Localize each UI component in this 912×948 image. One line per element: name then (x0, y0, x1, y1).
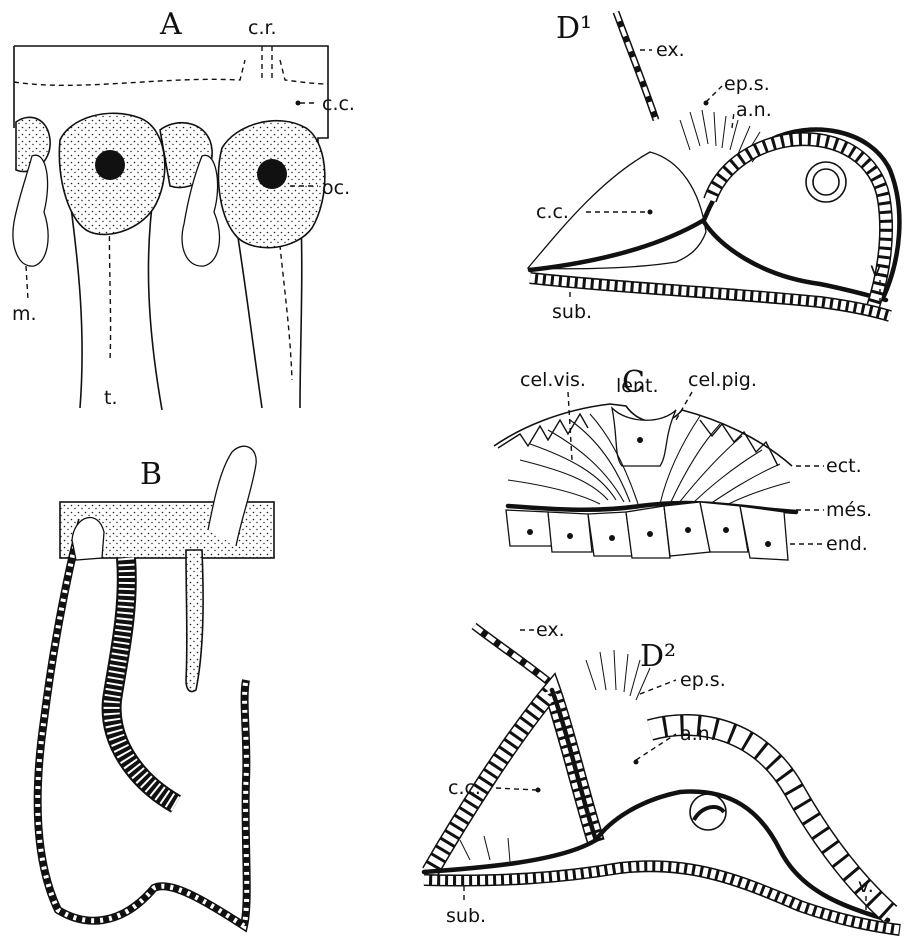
panel-d1-letter: D¹ (556, 11, 592, 46)
label-c-mes: més. (826, 499, 872, 521)
label-d2-cc: c.c. (448, 777, 481, 799)
label-d1-cc: c.c. (536, 201, 569, 223)
panel-a-letter: A (159, 7, 182, 42)
label-a-cr: c.r. (248, 17, 277, 39)
label-d2-an: a.n. (680, 723, 716, 745)
velum-cells-d2 (650, 725, 890, 914)
panel-d2-letter: D² (640, 639, 676, 674)
label-d1-an: a.n. (736, 99, 772, 121)
label-d2-ex: ex. (536, 619, 565, 641)
canal-outline (14, 60, 328, 85)
label-d2-sub: sub. (446, 905, 486, 927)
panel-a: A c.r. c.c. oc. m. t. (12, 7, 355, 410)
label-a-m: m. (12, 303, 37, 325)
label-a-oc: oc. (322, 177, 350, 199)
statocyst-d1 (806, 162, 846, 202)
panel-d1: D¹ ex. ep.s. a.n. (528, 11, 899, 323)
panel-b-letter: B (140, 457, 162, 492)
label-d1-sub: sub. (552, 301, 592, 323)
marginal-cluster-m (13, 155, 48, 266)
label-c-celvis: cel.vis. (520, 369, 586, 391)
tentacle-stippled (186, 550, 203, 692)
label-c-celpig: cel.pig. (688, 369, 757, 391)
statocyst-d2 (690, 794, 726, 830)
label-a-t: t. (104, 387, 118, 409)
label-c-end: end. (826, 533, 868, 555)
lens (612, 408, 676, 466)
label-c-lent: lent. (616, 375, 659, 397)
ocellus-left (95, 150, 125, 180)
label-d1-v: v. (870, 259, 886, 281)
panel-b: B (38, 446, 274, 926)
label-d2-v: v. (858, 875, 874, 897)
label-d1-eps: ep.s. (724, 73, 770, 95)
label-d2-eps: ep.s. (680, 669, 726, 691)
label-c-ect: ect. (826, 455, 862, 477)
label-a-cc: c.c. (322, 93, 355, 115)
exumbrella-strand-d1 (616, 12, 656, 120)
ocellus-right (257, 159, 287, 189)
panel-c: C (494, 365, 872, 560)
label-d1-ex: ex. (656, 39, 685, 61)
panel-d2: D² ex. ep.s. a.n. (424, 619, 900, 930)
